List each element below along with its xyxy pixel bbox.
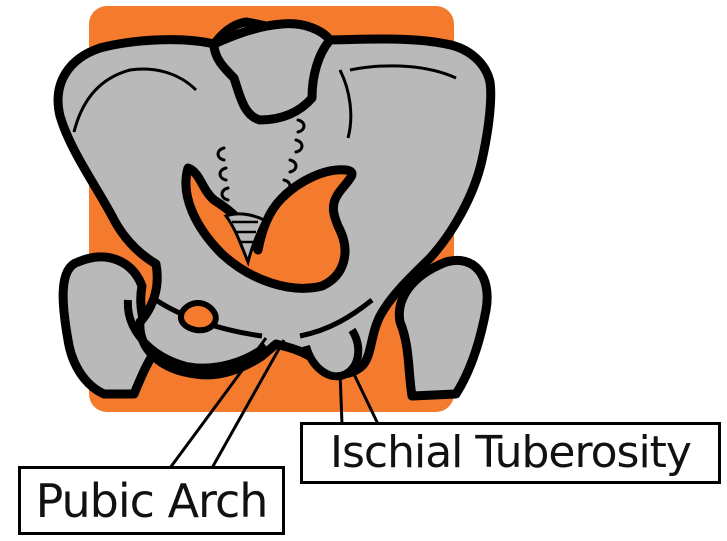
right-iliac-crest-line bbox=[349, 64, 457, 80]
right-ischial-tuberosity bbox=[302, 327, 363, 381]
ischial-tuberosity-leader-line bbox=[338, 369, 380, 425]
pubic-arch-label: Pubic Arch bbox=[18, 466, 285, 535]
ischial-tuberosity-label: Ischial Tuberosity bbox=[300, 422, 721, 484]
right-femur-head bbox=[394, 255, 492, 401]
coccyx bbox=[223, 212, 267, 267]
left-obturator-foramen bbox=[178, 300, 219, 334]
right-iliac-fossa-line bbox=[338, 69, 353, 139]
left-iliac-crest-line bbox=[72, 67, 198, 133]
pubic-ramus-right bbox=[299, 298, 374, 339]
sacrum-top bbox=[209, 19, 335, 125]
sacral-foramina bbox=[216, 118, 306, 202]
left-ischial-region bbox=[123, 299, 269, 372]
left-femur-head bbox=[58, 252, 161, 399]
pubic-arch-leader-line bbox=[168, 337, 286, 469]
